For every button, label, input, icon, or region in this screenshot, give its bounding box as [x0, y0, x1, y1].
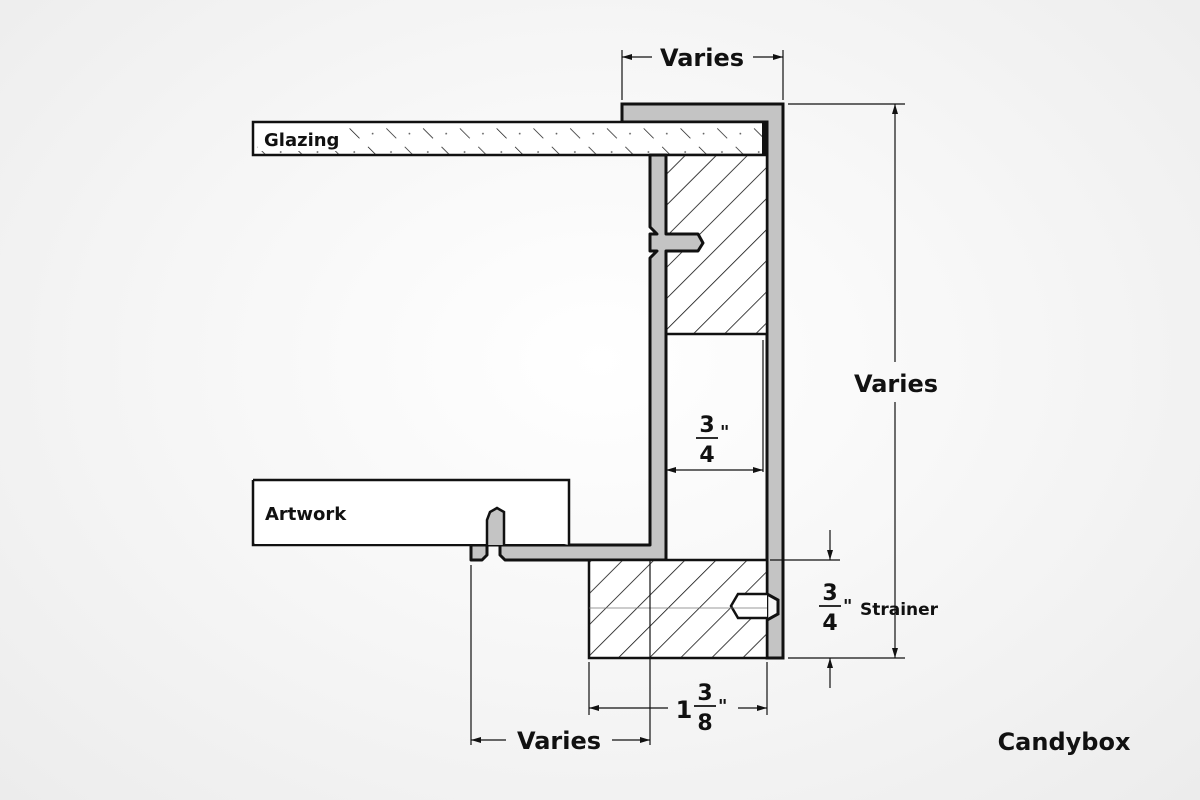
svg-text:Strainer: Strainer — [860, 600, 939, 620]
bottom-offset-dimension: Varies — [517, 727, 601, 755]
svg-text:4: 4 — [822, 611, 837, 636]
svg-text:": " — [843, 596, 852, 617]
svg-text:4: 4 — [699, 443, 714, 468]
svg-text:": " — [718, 696, 727, 717]
svg-text:": " — [720, 422, 729, 443]
svg-text:3: 3 — [699, 413, 714, 438]
svg-text:3: 3 — [822, 581, 837, 606]
strainer-height-dimension: 3 4 " Strainer — [819, 581, 939, 636]
glazing-label: Glazing — [264, 130, 339, 151]
svg-text:1: 1 — [676, 696, 693, 724]
svg-text:8: 8 — [697, 711, 712, 736]
overall-height-dimension: Varies — [854, 370, 938, 398]
svg-text:3: 3 — [697, 681, 712, 706]
extension-lines — [470, 50, 905, 745]
brand-label: Candybox — [998, 728, 1131, 756]
artwork-label: Artwork — [265, 504, 347, 525]
strainer-width-dimension: 1 3 8 " — [676, 681, 728, 736]
top-width-dimension: Varies — [660, 44, 744, 72]
spacer-gap-dimension: 3 4 " — [696, 413, 729, 468]
